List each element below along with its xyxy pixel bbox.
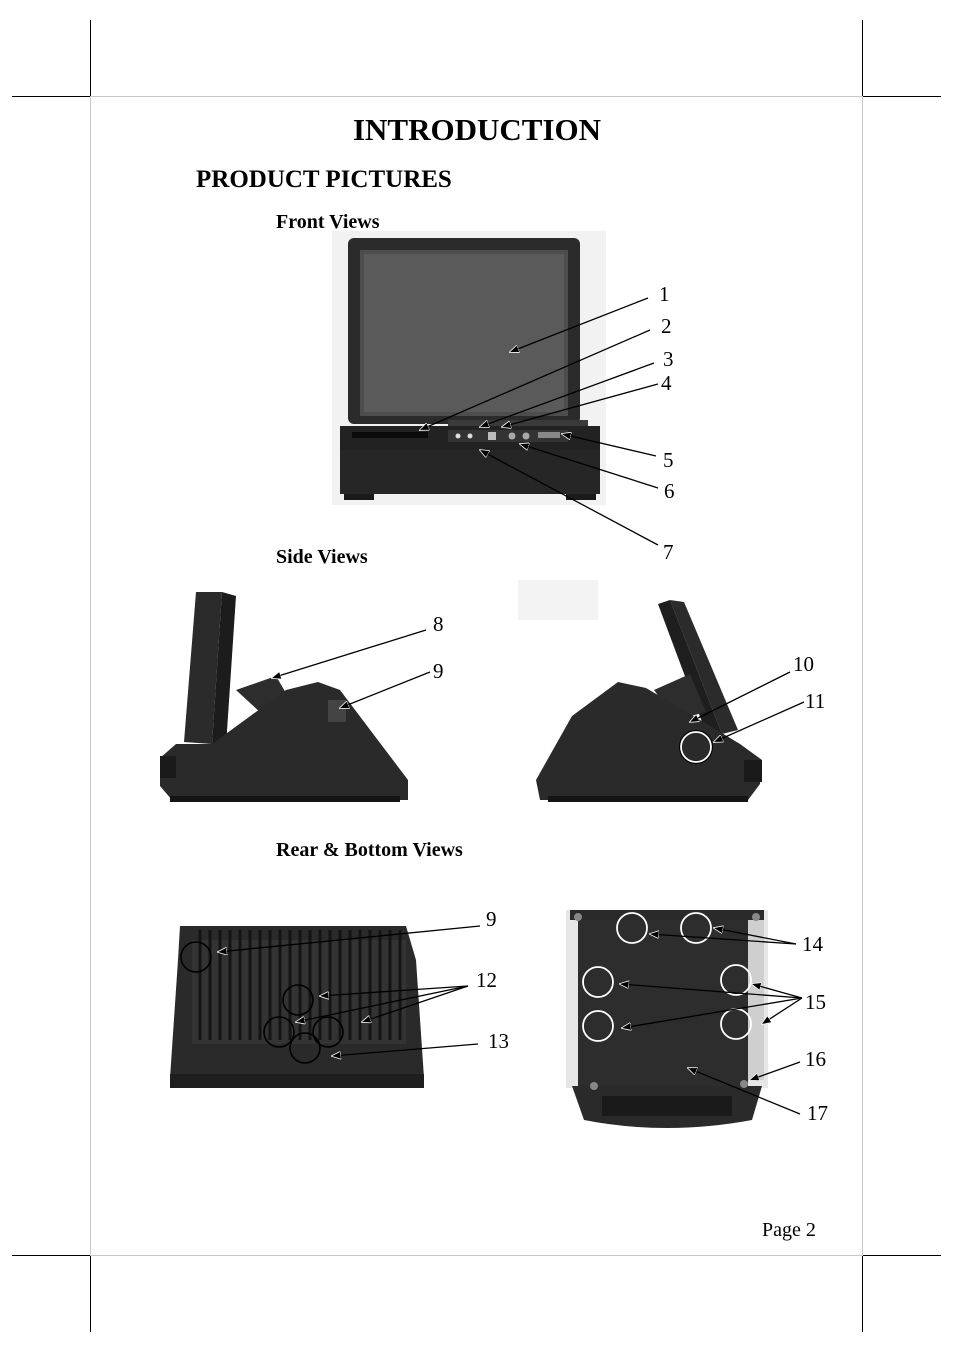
callout-8: 8 <box>433 612 444 636</box>
callout-15: 15 <box>805 990 826 1014</box>
page-number: Page 2 <box>762 1219 816 1241</box>
crop-mark <box>90 1256 91 1332</box>
crop-mark <box>862 1256 863 1332</box>
front-callout-lines <box>420 297 659 546</box>
callout-2: 2 <box>661 314 672 338</box>
callout-9-rear: 9 <box>486 907 497 931</box>
rear-callout-lines <box>218 925 481 1056</box>
page-title: INTRODUCTION <box>352 112 602 147</box>
page-frame <box>90 96 863 97</box>
callout-12: 12 <box>476 968 497 992</box>
crop-mark <box>862 20 863 96</box>
callout-9-side: 9 <box>433 659 444 683</box>
section-title: PRODUCT PICTURES <box>196 166 452 193</box>
callout-3: 3 <box>663 347 674 371</box>
callout-6: 6 <box>664 479 675 503</box>
crop-mark <box>90 20 91 96</box>
callout-13: 13 <box>488 1029 509 1053</box>
rear-highlight-circles <box>180 941 344 1064</box>
crop-mark <box>863 96 941 97</box>
callout-14: 14 <box>802 932 824 956</box>
side-view-right-photo <box>518 580 762 802</box>
rear-view-photo <box>170 926 424 1088</box>
page-frame <box>90 96 91 1256</box>
callout-7: 7 <box>663 540 674 564</box>
crop-mark <box>12 96 90 97</box>
callout-10: 10 <box>793 652 814 676</box>
page-frame <box>862 96 863 1256</box>
bottom-callout-lines <box>620 928 803 1115</box>
crop-mark <box>863 1255 941 1256</box>
page-frame <box>90 1255 863 1256</box>
side-view-left-photo <box>160 592 408 802</box>
highlight-circle <box>679 730 713 764</box>
side-left-callout-lines <box>272 629 431 708</box>
callout-4: 4 <box>661 371 672 395</box>
bottom-view-photo <box>566 910 768 1128</box>
side-views-label: Side Views <box>276 546 368 568</box>
callout-16: 16 <box>805 1047 826 1071</box>
crop-mark <box>12 1255 90 1256</box>
front-view-photo <box>332 231 606 505</box>
callout-5: 5 <box>663 448 674 472</box>
side-right-callout-lines <box>690 671 805 742</box>
callout-17: 17 <box>807 1101 828 1125</box>
callout-1: 1 <box>659 282 670 306</box>
highlight-circle <box>680 731 712 763</box>
callout-11: 11 <box>805 689 825 713</box>
rear-bottom-views-label: Rear & Bottom Views <box>276 839 463 861</box>
front-views-label: Front Views <box>276 211 380 233</box>
